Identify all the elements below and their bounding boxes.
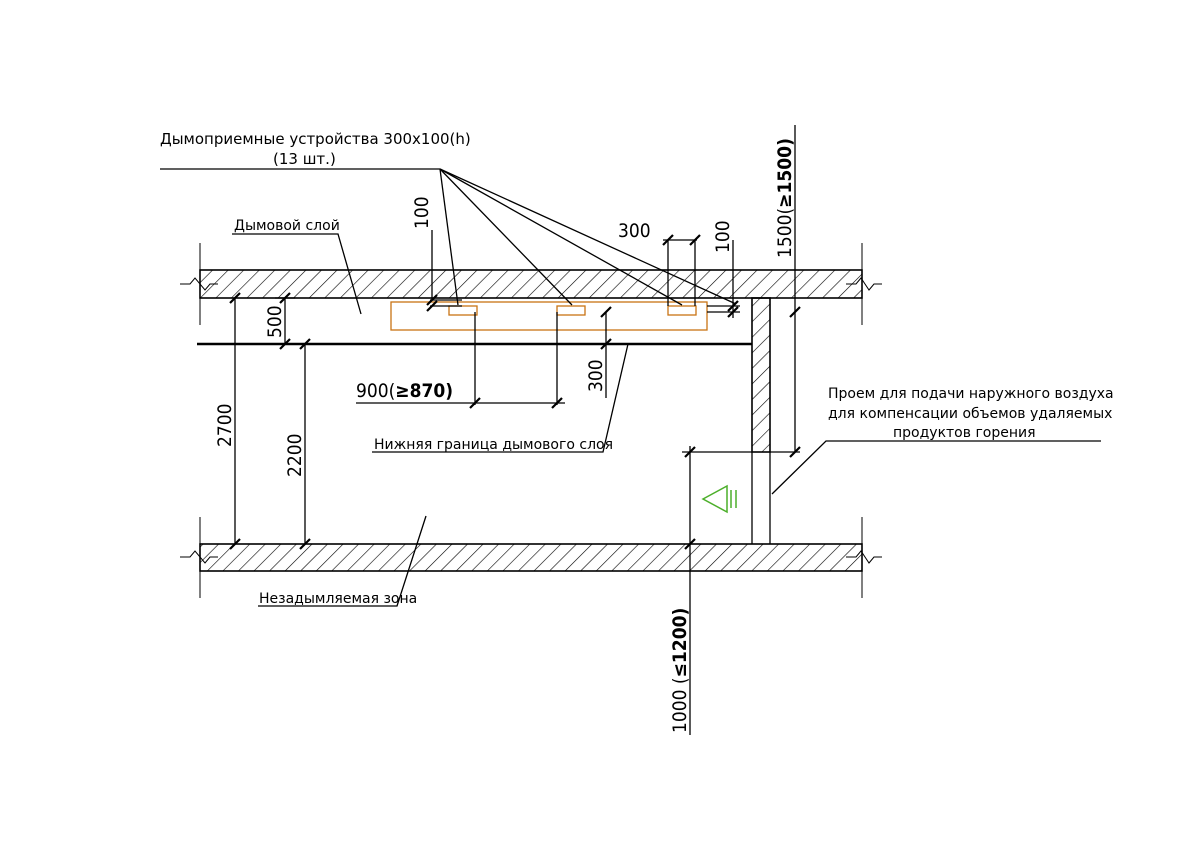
dim-1000 (682, 446, 752, 735)
label-air-opening-2: для компенсации объемов удаляемых (828, 406, 1112, 422)
leader-smoke-free-zone (258, 515, 427, 607)
dim-text-2200: 2200 (284, 434, 306, 478)
label-smoke-boundary: Нижняя граница дымового слоя (374, 437, 613, 453)
ceiling-slab (180, 243, 882, 325)
dim-text-1000: 1000 (≤1200) (669, 608, 691, 733)
dim-text-100-left: 100 (411, 196, 433, 229)
dim-100-left (426, 230, 462, 312)
right-wall (751, 297, 771, 544)
dim-text-1500: 1500(≥1500) (774, 138, 796, 258)
leader-air-opening (771, 440, 1101, 495)
dim-text-100-right: 100 (712, 220, 734, 253)
smoke-devices-leaders (160, 168, 737, 306)
label-air-opening-1: Проем для подачи наружного воздуха (828, 386, 1114, 402)
dim-300-top (662, 234, 701, 306)
label-smoke-devices-count: (13 шт.) (273, 150, 336, 168)
label-smoke-layer: Дымовой слой (234, 218, 340, 234)
floor-slab (180, 517, 882, 598)
label-smoke-free-zone: Незадымляемая зона (259, 591, 417, 607)
dim-500 (275, 292, 295, 350)
dim-1500 (770, 125, 801, 458)
dim-text-500: 500 (264, 305, 286, 338)
leader-smoke-boundary (372, 343, 629, 453)
dim-100-right (707, 240, 740, 318)
dim-text-300-mid: 300 (585, 359, 607, 392)
label-smoke-devices: Дымоприемные устройства 300х100(h) (160, 130, 471, 148)
dim-text-300-top: 300 (618, 220, 651, 242)
label-air-opening-3: продуктов горения (893, 425, 1036, 441)
smoke-exhaust-duct (390, 301, 708, 331)
dim-2200 (299, 338, 311, 550)
dim-300-mid (600, 306, 612, 398)
leader-smoke-layer (232, 233, 362, 315)
air-inlet-symbol-icon (701, 484, 737, 514)
dim-text-2700: 2700 (214, 404, 236, 448)
dim-text-900: 900(≥870) (356, 380, 453, 402)
dim-2700 (229, 292, 241, 550)
dim-900 (356, 312, 565, 409)
